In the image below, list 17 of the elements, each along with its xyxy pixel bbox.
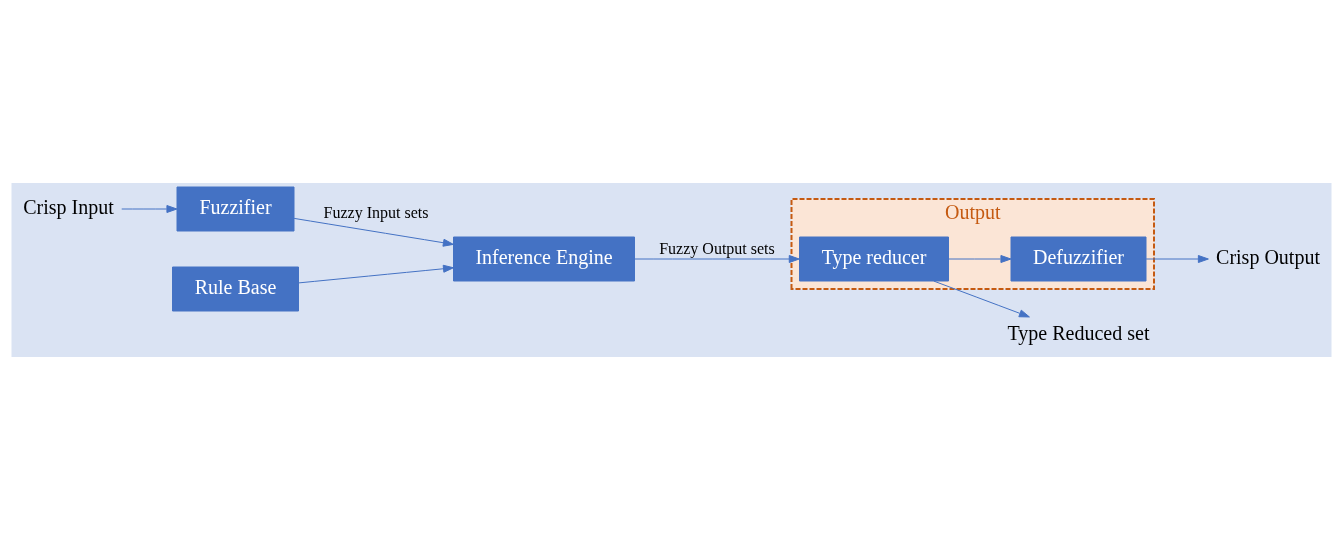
arrow xyxy=(121,205,178,213)
node-box: Defuzzifier xyxy=(1010,236,1147,282)
arrow xyxy=(298,264,454,284)
edge-label: Fuzzy Input sets xyxy=(323,203,429,221)
edge-label: Fuzzy Output sets xyxy=(659,239,775,257)
node-text: Crisp Input xyxy=(23,196,114,218)
arrow xyxy=(634,255,800,263)
node-box: Type reducer xyxy=(799,236,949,282)
arrow xyxy=(293,217,454,247)
arrow xyxy=(1145,255,1209,263)
node-box: Fuzzifier xyxy=(176,186,295,232)
node-box: Rule Base xyxy=(172,266,299,312)
node-text: Crisp Output xyxy=(1216,246,1320,268)
node-box: Inference Engine xyxy=(453,236,635,282)
node-text: Type Reduced set xyxy=(1007,322,1150,344)
arrow xyxy=(948,255,1012,263)
arrow xyxy=(933,280,1030,318)
